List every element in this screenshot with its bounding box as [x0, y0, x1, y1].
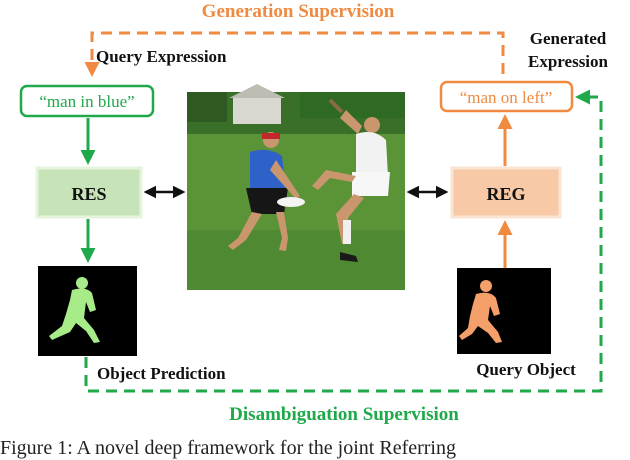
generated-expression-box — [439, 80, 574, 113]
res-module-label: RES — [71, 184, 106, 204]
disambiguation-supervision-loop — [84, 89, 603, 393]
query-object-label: Query Object — [476, 360, 576, 379]
object-prediction-mask — [38, 266, 137, 356]
generated-expression-label-line2: Expression — [528, 52, 609, 71]
query-object-mask — [457, 268, 551, 354]
figure-caption: Figure 1: A novel deep framework for the… — [0, 437, 456, 459]
framework-diagram: Generation Supervision Disambiguation Su… — [19, 1, 609, 425]
generated-expression-label-line1: Generated — [530, 29, 607, 48]
reg-module-label: REG — [486, 184, 525, 204]
generated-expression-text: “man on left” — [460, 88, 553, 107]
reg-module — [450, 166, 562, 219]
query-expression-label: Query Expression — [96, 47, 227, 66]
query-expression-text: “man in blue” — [39, 92, 134, 111]
res-module — [35, 166, 143, 219]
generation-supervision-loop — [84, 31, 505, 77]
object-prediction-label: Object Prediction — [97, 364, 226, 383]
disambiguation-supervision-title: Disambiguation Supervision — [229, 404, 459, 425]
input-photo — [187, 84, 405, 290]
query-expression-box — [19, 84, 155, 118]
generation-supervision-title: Generation Supervision — [202, 1, 395, 22]
orange-person-silhouette — [459, 280, 502, 343]
green-person-silhouette — [49, 277, 100, 343]
